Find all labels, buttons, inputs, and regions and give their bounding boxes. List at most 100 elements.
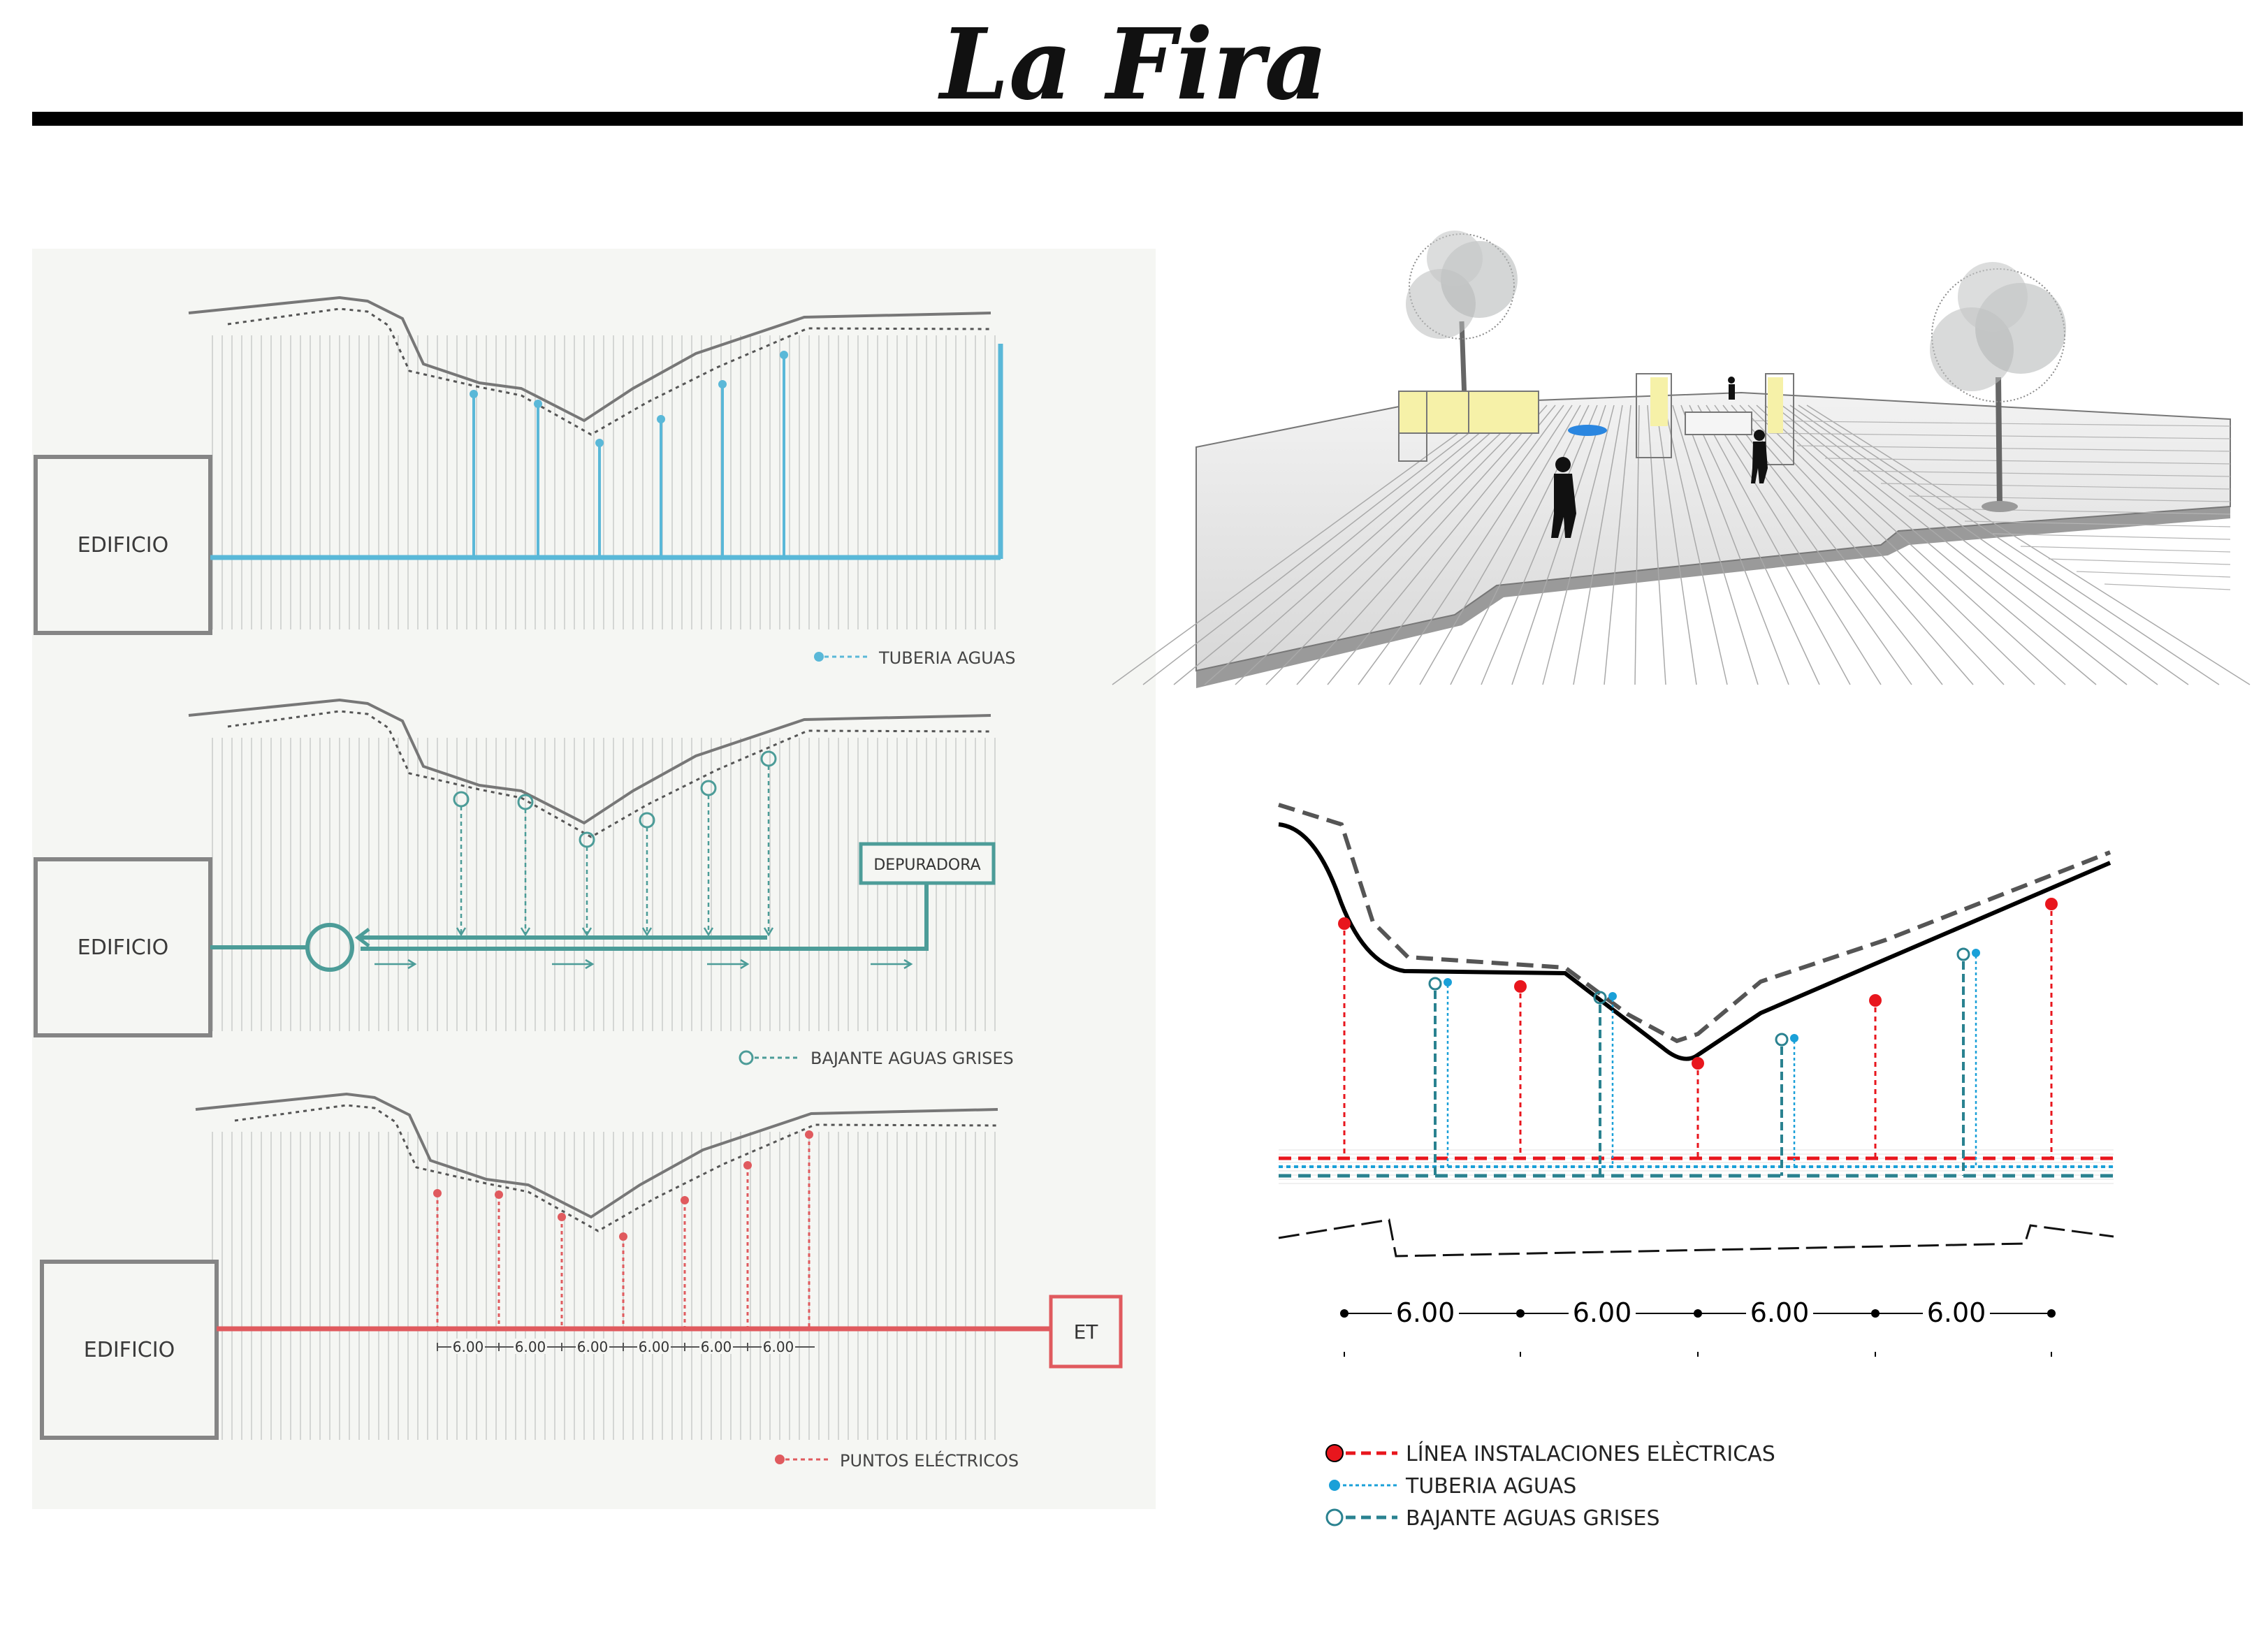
dim-label-bg [1923, 1297, 1990, 1325]
plank-line [1142, 405, 1506, 685]
water-point [534, 400, 542, 408]
et-label: ET [1074, 1320, 1099, 1343]
teal-point [1956, 947, 1970, 961]
plank-line [1806, 405, 2251, 685]
red-point [1692, 1057, 1704, 1070]
grey-water-drops [453, 750, 777, 937]
section-legend: LÍNEA INSTALACIONES ELÈCTRICAS TUBERIA A… [1325, 1441, 1775, 1531]
plank-line [1756, 405, 2066, 685]
legend-teal-marker [1325, 1508, 1344, 1526]
plank-line [1235, 405, 1531, 685]
plank-line [1634, 405, 1640, 685]
depuradora-label: DEPURADORA [873, 857, 980, 874]
water-point [595, 439, 604, 447]
dim-label: 6.00 [1927, 1297, 1986, 1328]
electric-point [558, 1213, 566, 1221]
exhibition-panel [1398, 391, 1539, 462]
legend-label: PUNTOS ELÉCTRICOS [840, 1450, 1019, 1471]
plank-line [1173, 405, 1514, 685]
grey-point [579, 831, 595, 848]
legend-marker [739, 1050, 754, 1065]
building-box [40, 1260, 219, 1440]
building-label: EDIFICIO [78, 935, 168, 960]
electric-point [743, 1161, 752, 1169]
flow-arrow-head [407, 959, 417, 970]
drop-arrow [763, 927, 774, 937]
drop-arrow [581, 927, 593, 937]
building-label: EDIFICIO [84, 1338, 175, 1362]
tree-icon [1406, 231, 1518, 420]
dim-label-bg [1392, 1297, 1459, 1325]
deck-planks [1112, 405, 2251, 685]
bench [1685, 411, 1752, 435]
plank-line [1573, 405, 1623, 685]
plank-line [1880, 483, 2231, 490]
plank-line [1697, 405, 1851, 685]
dim-label: 6.00 [763, 1339, 794, 1355]
red-point [1514, 980, 1527, 993]
grey-water-diagram: EDIFICIO DEPURADORA BAJANTE AGUAS GRISES [34, 698, 1014, 1068]
dim-label-bg [1569, 1297, 1636, 1325]
drop-arrow [641, 927, 653, 937]
tank-icon [305, 923, 354, 972]
legend-marker [814, 652, 824, 662]
water-pipe-diagram: EDIFICIO TUBERIA AGUAS [34, 296, 1015, 668]
plank-line [1604, 405, 1631, 685]
electric-point [495, 1190, 503, 1199]
plank-line [1112, 405, 1497, 685]
exhibition-panel [1636, 373, 1672, 458]
person-icon [1751, 430, 1768, 483]
dim-label: 6.00 [701, 1339, 732, 1355]
terrain-line [188, 296, 991, 423]
dim-label-bg [451, 1339, 485, 1354]
electric-point [681, 1196, 689, 1204]
dim-label-bg [576, 1339, 609, 1354]
tree-icon [1930, 262, 2066, 512]
plank-line [1964, 520, 2231, 527]
building-label: EDIFICIO [78, 533, 168, 558]
teal-point [1775, 1033, 1789, 1047]
terrain-line-dotted [227, 710, 990, 838]
ground-break-line [1278, 1218, 2114, 1258]
legend-label: TUBERIA AGUAS [878, 648, 1015, 668]
blue-point [1444, 978, 1452, 986]
dim-label: 6.00 [1573, 1297, 1632, 1328]
legend-water-label: TUBERIA AGUAS [1405, 1474, 1576, 1499]
dim-label-bg [514, 1339, 547, 1354]
red-point [1869, 994, 1882, 1007]
plank-line [1450, 405, 1590, 685]
flow-arrow-head [740, 959, 750, 970]
terrain-line-dotted [234, 1104, 997, 1232]
terrain-line [188, 698, 991, 825]
water-point [780, 351, 788, 359]
drop-arrow [703, 927, 714, 937]
plank-line [1764, 405, 2097, 685]
teal-point [1593, 991, 1607, 1005]
plank-line [1204, 405, 1522, 685]
plank-line [2076, 571, 2231, 578]
legend-grey-label: BAJANTE AGUAS GRISES [1406, 1506, 1660, 1531]
blue-point [1972, 949, 1980, 957]
person-icon [1551, 457, 1576, 538]
plank-line [1664, 405, 1728, 685]
water-drops [470, 351, 788, 558]
drop-arrow [520, 927, 531, 937]
dim-node [1516, 1309, 1525, 1318]
dim-label: 6.00 [515, 1339, 546, 1355]
dim-node [1340, 1309, 1349, 1318]
plank-line [1747, 405, 2035, 685]
grey-point [700, 780, 717, 796]
electric-point [619, 1232, 627, 1241]
exhibition-panel [1765, 373, 1794, 465]
water-point [470, 390, 478, 398]
dim-label: 6.00 [1750, 1297, 1810, 1328]
fountain-icon [1568, 425, 1607, 436]
plank-line [1296, 405, 1548, 685]
plank-line [1672, 405, 1759, 685]
person-icon [1728, 377, 1735, 400]
flow-arrow-head [585, 959, 595, 970]
legend-blue-marker [1329, 1480, 1340, 1491]
electric-point [805, 1130, 813, 1139]
